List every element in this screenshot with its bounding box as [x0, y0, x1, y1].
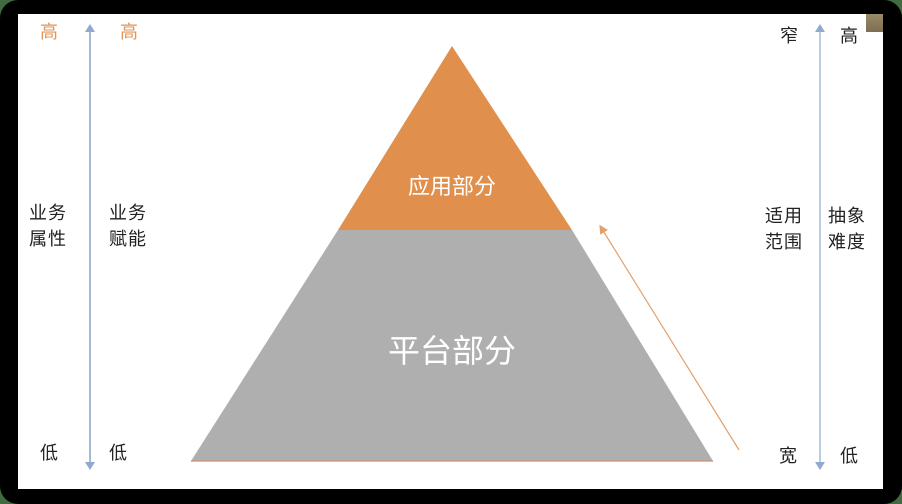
left-axis-2-bottom-label: 低 [109, 443, 128, 464]
platform-tier [191, 230, 713, 461]
left-axis-1-label-line1: 业务 [29, 203, 67, 224]
application-tier-label: 应用部分 [407, 175, 496, 200]
right-axis-2-top-label: 高 [840, 26, 859, 47]
left-axis-1-label-line2: 属性 [29, 229, 67, 250]
left-axis-2-top-label: 高 [120, 22, 139, 43]
left-axis-1-bottom-label: 低 [40, 443, 59, 464]
left-axis-1-top-label: 高 [40, 22, 59, 43]
left-axis-2-label-line1: 业务 [109, 203, 147, 224]
right-axis-1-bottom-label: 宽 [779, 446, 798, 467]
right-axis-1-label-line1: 适用 [765, 206, 803, 227]
right-axis-2-bottom-label: 低 [840, 446, 859, 467]
left-axis-2-label: 业务 赋能 [109, 201, 147, 253]
diagonal-trend-arrow [599, 224, 740, 451]
right-axis-2-label-line1: 抽象 [828, 206, 866, 227]
platform-tier-label: 平台部分 [387, 332, 516, 370]
slide-canvas: 应用部分 平台部分 高 业务 属性 低 高 业务 赋能 低 窄 适用 范围 宽 … [18, 14, 883, 489]
right-axis-2-label: 抽象 难度 [828, 204, 866, 256]
right-axis-2-label-line2: 难度 [828, 232, 866, 253]
pyramid-diagram [85, 24, 825, 470]
right-axis-1-top-label: 窄 [780, 26, 799, 47]
application-tier [338, 46, 572, 230]
left-axis-1-label: 业务 属性 [29, 201, 67, 253]
left-axis-2-label-line2: 赋能 [109, 229, 147, 250]
right-axis-1-label: 适用 范围 [765, 204, 803, 256]
right-axis-1-label-line2: 范围 [765, 232, 803, 253]
corner-thumbnail [866, 14, 883, 32]
